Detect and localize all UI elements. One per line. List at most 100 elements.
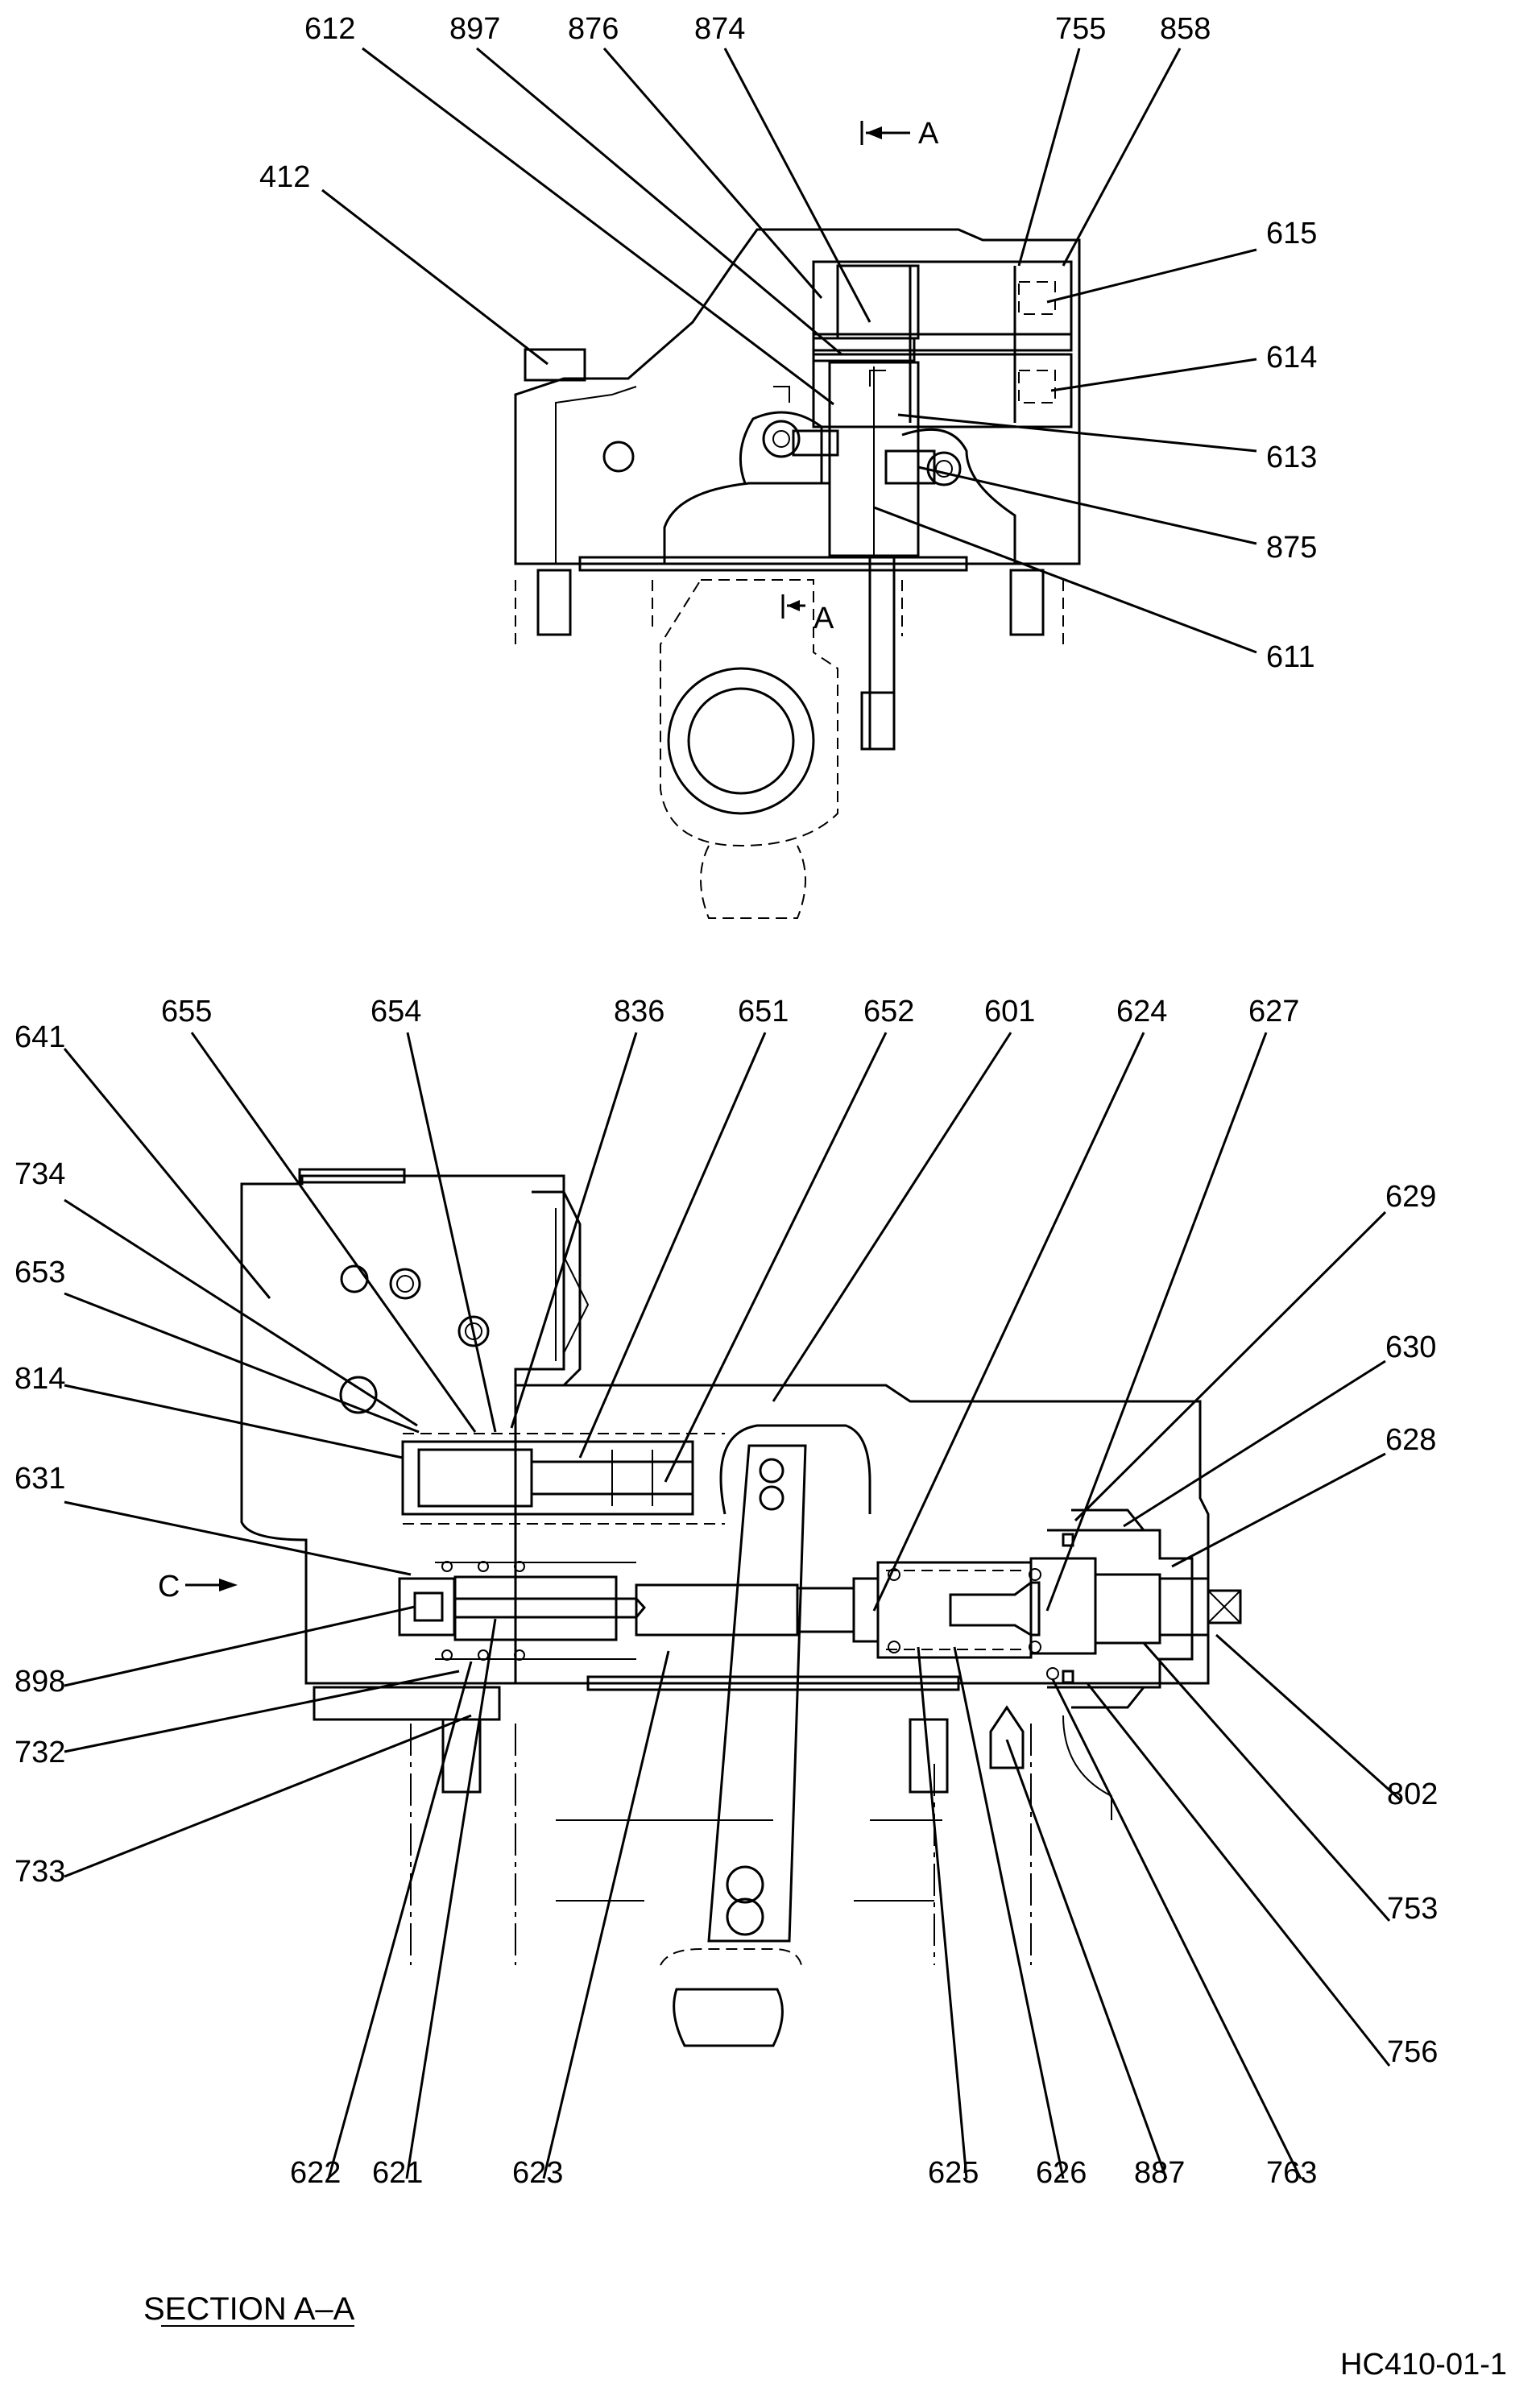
top-view: [514, 228, 1081, 919]
label-641: 641: [14, 1020, 65, 1054]
spring-chamber: [876, 1561, 1033, 1659]
view-arrow-c: C: [158, 1570, 238, 1604]
lock-nut-802: [1158, 1577, 1210, 1637]
label-755: 755: [1055, 12, 1106, 46]
pin-hole-right: [926, 451, 962, 486]
label-630: 630: [1385, 1330, 1436, 1364]
lever-hole-1: [759, 1458, 784, 1484]
label-628: 628: [1385, 1423, 1436, 1457]
label-753: 753: [1387, 1892, 1438, 1926]
label-615: 615: [1266, 217, 1317, 250]
piston-623: [635, 1583, 799, 1637]
pin-875: [884, 449, 936, 485]
plug-898: [413, 1591, 444, 1622]
plug-631: [398, 1577, 456, 1637]
section-view-leaders: [63, 1032, 1403, 2179]
casing-601-inner: [719, 1424, 871, 1515]
section-letter-mid: A: [813, 602, 834, 635]
lever-tip: [860, 691, 896, 751]
label-836: 836: [614, 995, 664, 1028]
plug-412: [524, 348, 586, 382]
label-734: 734: [14, 1157, 65, 1191]
adjust-stem-626: [949, 1581, 1041, 1637]
pump-outline-top: [515, 580, 1064, 644]
housing-cap: [298, 1168, 406, 1184]
bolt-hole: [602, 441, 635, 473]
label-627: 627: [1248, 995, 1299, 1028]
label-631: 631: [14, 1462, 65, 1496]
label-897: 897: [449, 12, 500, 46]
valve-stack-lower: [812, 353, 1073, 428]
label-412: 412: [259, 160, 310, 194]
label-732: 732: [14, 1736, 65, 1769]
screw-end: [1207, 1589, 1242, 1624]
casing-601: [515, 1384, 1210, 1685]
label-654: 654: [371, 995, 421, 1028]
pump-casing-top: [660, 579, 838, 847]
spring-coils: [888, 1568, 1041, 1653]
view-letter-c: C: [158, 1570, 180, 1604]
drawing-number: HC410-01-1: [1340, 2348, 1507, 2382]
pin-hole-left: [762, 420, 801, 458]
inner-spring-coils: [441, 1561, 525, 1661]
bolt-left: [536, 569, 572, 636]
lever-hole-4: [726, 1897, 764, 1936]
bracket-left: [773, 386, 790, 403]
cap-629: [1071, 1508, 1145, 1709]
lower-body-curve: [663, 482, 830, 564]
housing-hole-2-inner: [396, 1275, 414, 1293]
housing-641: [240, 1174, 565, 1685]
section-caption: SECTION A–A: [143, 2291, 355, 2327]
label-601: 601: [984, 995, 1035, 1028]
nut-inner: [1094, 1573, 1161, 1645]
spring-614: [1018, 370, 1056, 403]
label-623: 623: [512, 2156, 563, 2190]
housing-hole-2: [389, 1268, 421, 1300]
label-898: 898: [14, 1665, 65, 1699]
bolt-right: [1009, 569, 1045, 636]
pump-casing-lower: [660, 1948, 802, 1966]
section-letter-top: A: [918, 117, 939, 151]
sleeve-621: [453, 1575, 618, 1641]
right-phantom-curve: [1062, 1715, 1112, 1820]
label-612: 612: [304, 12, 355, 46]
lever-652: [707, 1444, 807, 1943]
spring-615: [1018, 281, 1056, 315]
label-621: 621: [372, 2156, 423, 2190]
body-inner-line: [555, 386, 637, 564]
label-652: 652: [863, 995, 914, 1028]
top-view-leaders: [321, 47, 1257, 654]
bottom-plug: [313, 1686, 501, 1721]
seal-756: [1062, 1670, 1074, 1684]
label-733: 733: [14, 1855, 65, 1889]
inner-spring-lines: [435, 1562, 636, 1660]
label-887: 887: [1134, 2156, 1185, 2190]
lever-rod: [868, 554, 896, 751]
section-marker-top: A: [860, 117, 939, 151]
screw-887: [989, 1705, 1025, 1769]
label-625: 625: [928, 2156, 979, 2190]
label-876: 876: [568, 12, 619, 46]
spool-bore: [401, 1440, 694, 1516]
section-marker-mid: A: [781, 594, 834, 635]
label-874: 874: [694, 12, 745, 46]
piston-collar: [812, 337, 916, 362]
label-858: 858: [1160, 12, 1211, 46]
screw-x: [1207, 1590, 1241, 1624]
piston-head: [836, 264, 920, 340]
flange-detail: [555, 1208, 590, 1361]
piston-622: [455, 1597, 646, 1619]
label-875: 875: [1266, 531, 1317, 565]
housing-hole-1: [340, 1264, 369, 1293]
label-622: 622: [290, 2156, 341, 2190]
pin-hole-right-inner: [935, 460, 953, 478]
label-613: 613: [1266, 441, 1317, 474]
label-763: 763: [1266, 2156, 1317, 2190]
label-651: 651: [738, 995, 789, 1028]
pump-phantom-h: [556, 1819, 942, 1902]
shaft-coupling: [673, 1988, 784, 2047]
spring-625: [886, 1570, 1023, 1650]
lever-hole-3: [726, 1865, 764, 1904]
housing-hole-3: [457, 1315, 490, 1347]
